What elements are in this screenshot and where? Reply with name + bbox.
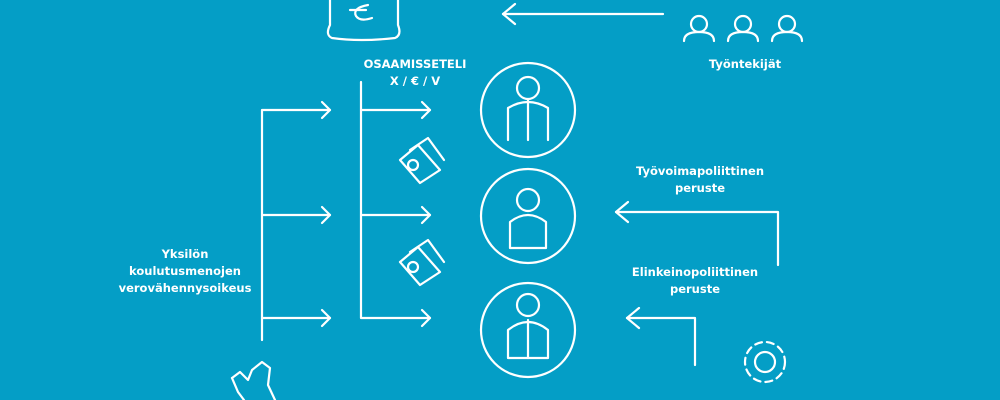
label-line: peruste <box>669 282 721 296</box>
label-line: Työvoimapoliittinen <box>635 164 765 178</box>
label-line: koulutusmenojen <box>129 264 241 278</box>
people-icons <box>682 14 804 43</box>
middle-branch-lines <box>359 80 432 328</box>
person-circle-bottom <box>479 281 577 379</box>
arrow-labour-policy <box>614 200 780 267</box>
gear-icon <box>743 340 787 384</box>
person-circle-middle <box>479 167 577 265</box>
label-line: Elinkeinopoliittinen <box>631 265 759 279</box>
money-bills-icon <box>398 136 446 185</box>
money-bag-icon <box>326 0 401 42</box>
voucher-label: OSAAMISSETELI X / € / V <box>360 56 470 90</box>
voucher-subtitle: X / € / V <box>389 74 441 88</box>
label-line: peruste <box>674 181 726 195</box>
voucher-title: OSAAMISSETELI <box>363 57 467 71</box>
label-line: Yksilön <box>161 247 209 261</box>
industrial-policy-label: Elinkeinopoliittinen peruste <box>625 264 765 298</box>
employees-label: Työntekijät <box>708 57 782 71</box>
labour-policy-label: Työvoimapoliittinen peruste <box>630 163 770 197</box>
person-circle-top <box>479 61 577 159</box>
money-bills-icon <box>398 238 446 287</box>
left-branch-lines <box>260 100 332 342</box>
arrow-industrial-policy <box>625 306 697 367</box>
finland-map-icon <box>230 360 277 400</box>
label-line: verovähennysoikeus <box>118 281 252 295</box>
arrow-left-top <box>501 2 665 26</box>
individual-tax-label: Yksilön koulutusmenojen verovähennysoike… <box>110 246 260 297</box>
